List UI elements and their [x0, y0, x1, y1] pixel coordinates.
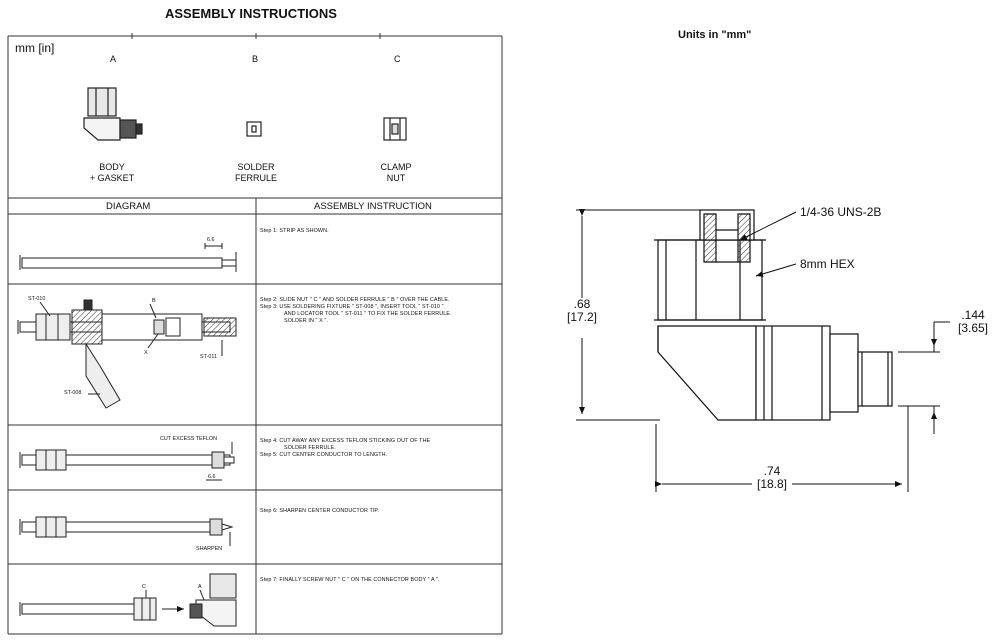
part-b-name: SOLDER	[237, 162, 275, 172]
part-a-label: BODY + GASKET	[82, 162, 142, 184]
units-note: Units in "mm"	[678, 29, 752, 41]
step6-cable-illustration	[19, 516, 234, 546]
step2-fixture-illustration	[17, 299, 237, 409]
step-line: Step 1: STRIP AS SHOWN.	[260, 228, 329, 234]
step-2-3-text: Step 2: SLIDE NUT " C " AND SOLDER FERRU…	[260, 297, 452, 325]
step-line: Step 7: FINALLY SCREW NUT " C " ON THE C…	[260, 577, 440, 583]
pin-inch: .144	[961, 308, 985, 322]
step-4-5-text: Step 4: CUT AWAY ANY EXCESS TEFLON STICK…	[260, 438, 430, 459]
part-c-label: CLAMP NUT	[366, 162, 426, 184]
connector-drawing	[654, 209, 893, 421]
height-mm: [17.2]	[566, 310, 598, 324]
page-title: ASSEMBLY INSTRUCTIONS	[165, 6, 337, 21]
step-1-text: Step 1: STRIP AS SHOWN.	[260, 228, 329, 235]
height-inch: .68	[573, 297, 591, 311]
instruction-header: ASSEMBLY INSTRUCTION	[314, 201, 432, 212]
step-line: Step 2: SLIDE NUT " C " AND SOLDER FERRU…	[260, 297, 450, 303]
step-7-text: Step 7: FINALLY SCREW NUT " C " ON THE C…	[260, 577, 440, 584]
step-line: Step 6: SHARPEN CENTER CONDUCTOR TIP.	[260, 508, 380, 514]
step-6-text: Step 6: SHARPEN CENTER CONDUCTOR TIP.	[260, 508, 379, 515]
height-dimension: .68 [17.2]	[558, 298, 606, 324]
part-c-name: CLAMP	[380, 162, 412, 172]
part-c-name2: NUT	[386, 173, 406, 183]
part-c-letter: C	[394, 54, 401, 64]
step7-assembly-illustration	[19, 573, 237, 627]
step-line: Step 3: USE SOLDERING FIXTURE " ST-008 "…	[260, 304, 444, 310]
part-a-letter: A	[110, 54, 117, 64]
part-a-body-illustration	[83, 87, 143, 141]
hex-label: 8mm HEX	[800, 257, 855, 271]
pin-dimension: .144 [3.65]	[950, 309, 996, 335]
part-a-name2: + GASKET	[89, 173, 135, 183]
strip-dimension-label: 6.6	[207, 237, 215, 243]
step1-cable-illustration	[19, 243, 237, 272]
part-b-letter: B	[252, 54, 259, 64]
part-a-name: BODY	[99, 162, 125, 172]
c-callout: C	[142, 584, 146, 590]
step-line: AND LOCATOR TOOL " ST-011 " TO FIX THE S…	[284, 311, 452, 317]
unit-label: mm [in]	[15, 41, 55, 55]
part-b-label: SOLDER FERRULE	[226, 162, 286, 184]
step-line: Step 5: CUT CENTER CONDUCTOR TO LENGTH.	[260, 452, 388, 458]
st010-callout: ST-010	[28, 296, 46, 302]
a-callout: A	[198, 584, 202, 590]
length-inch: .74	[763, 464, 781, 478]
instruction-table	[7, 33, 503, 635]
part-c-clamp-nut-illustration	[383, 117, 407, 141]
thread-label: 1/4-36 UNS-2B	[800, 205, 882, 219]
step-line: SOLDER IN " X ".	[284, 318, 329, 324]
length-mm: [18.8]	[756, 477, 788, 491]
diagram-header: DIAGRAM	[106, 201, 151, 212]
dimension-lines	[576, 209, 950, 492]
b-callout: B	[152, 298, 156, 304]
cut-excess-callout: CUT EXCESS TEFLON	[160, 436, 218, 442]
cut-dimension-label: 6.6	[208, 474, 216, 480]
st008-callout: ST-008	[64, 390, 82, 396]
part-b-name2: FERRULE	[234, 173, 277, 183]
x-callout: X	[144, 350, 148, 356]
step-line: SOLDER FERRULE.	[284, 445, 336, 451]
sharpen-callout: SHARPEN	[196, 546, 223, 552]
st011-callout: ST-011	[200, 354, 217, 360]
part-b-ferrule-illustration	[246, 121, 262, 137]
pin-mm: [3.65]	[957, 321, 989, 335]
step4-cable-illustration	[19, 442, 235, 481]
length-dimension: .74 [18.8]	[752, 465, 792, 491]
step-line: Step 4: CUT AWAY ANY EXCESS TEFLON STICK…	[260, 438, 431, 444]
